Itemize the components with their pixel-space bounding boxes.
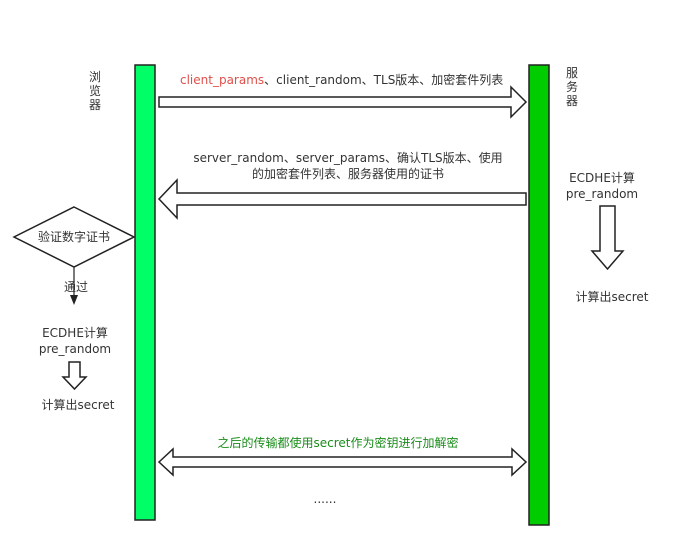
server-down-arrow: [590, 205, 625, 271]
server-hello-arrow: [157, 178, 527, 220]
pass-label: 通过: [63, 280, 88, 294]
browser-ecdhe-label: ECDHE计算: [42, 326, 108, 340]
client-hello-label: client_params、client_random、TLS版本、加密套件列表: [180, 73, 503, 87]
verify-certificate-label: 验证数字证书: [37, 230, 110, 244]
server-lane-label: 服务器: [565, 66, 578, 108]
browser-lifeline: [134, 64, 156, 521]
client-hello-arrow: [158, 85, 528, 119]
ellipsis-label: ......: [313, 492, 337, 506]
browser-lane-label: 浏览器: [88, 70, 101, 112]
browser-down-arrow: [61, 361, 88, 391]
pass-arrowhead: [70, 295, 78, 305]
server-hello-label-line1: server_random、server_params、确认TLS版本、使用: [193, 151, 503, 165]
encrypted-transfer-label: 之后的传输都使用secret作为密钥进行加解密: [217, 436, 459, 450]
server-ecdhe-label: ECDHE计算: [569, 171, 635, 185]
server-lifeline: [528, 64, 550, 526]
server-hello-label-line2: 的加密套件列表、服务器使用的证书: [251, 167, 444, 181]
server-pre-random-label: pre_random: [565, 187, 639, 201]
browser-pre-random-label: pre_random: [38, 342, 112, 356]
client-hello-rest-text: 、client_random、TLS版本、加密套件列表: [264, 73, 504, 87]
encrypted-transfer-arrow: [157, 447, 528, 477]
client-params-text: client_params: [180, 73, 265, 87]
server-secret-label: 计算出secret: [575, 290, 649, 304]
browser-secret-label: 计算出secret: [41, 398, 115, 412]
